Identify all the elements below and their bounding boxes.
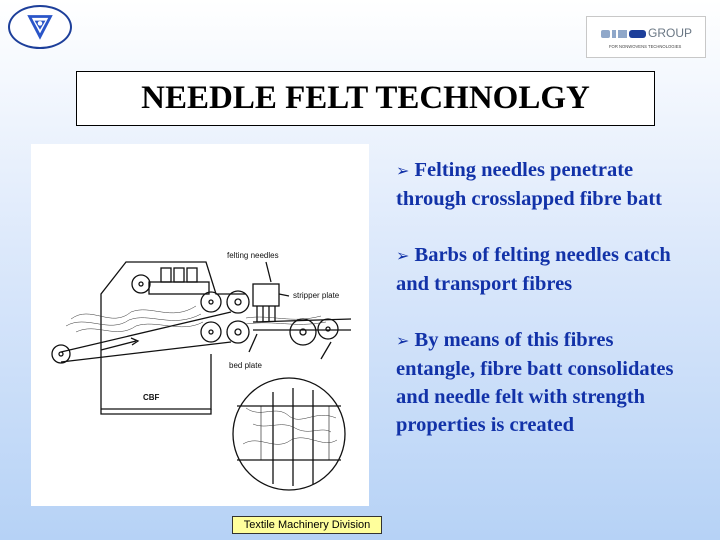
- dilo-group-logo: GROUP FOR NONWOVENS TECHNOLOGIES: [586, 16, 706, 58]
- felting-needles-label: felting needles: [227, 251, 279, 260]
- needle-loom-diagram: felting needles stripper plate bed plate…: [31, 144, 369, 506]
- arrow-bullet-icon: ➢: [396, 331, 410, 350]
- bullet-item: ➢ Barbs of felting needles catch and tra…: [396, 241, 696, 298]
- arrow-bullet-icon: ➢: [396, 161, 410, 180]
- machine-code-label: CBF: [143, 393, 160, 402]
- tvu-triangle-icon: [27, 15, 53, 40]
- bullet-text: By means of this fibres entangle, fibre …: [396, 329, 674, 436]
- footer-label: Textile Machinery Division: [232, 516, 382, 534]
- stripper-plate-label: stripper plate: [293, 291, 340, 300]
- university-logo: [8, 5, 72, 49]
- bullet-item: ➢ Felting needles penetrate through cros…: [396, 156, 696, 213]
- bullet-text: Felting needles penetrate through crossl…: [396, 159, 662, 210]
- arrow-bullet-icon: ➢: [396, 246, 410, 265]
- dilo-tagline: FOR NONWOVENS TECHNOLOGIES: [609, 44, 682, 49]
- bullet-list: ➢ Felting needles penetrate through cros…: [396, 156, 696, 467]
- bullet-item: ➢ By means of this fibres entangle, fibr…: [396, 326, 696, 439]
- page-title: NEEDLE FELT TECHNOLGY: [141, 80, 590, 116]
- dilo-wordmark: [601, 30, 646, 38]
- needle-loom-drawing: felting needles stripper plate bed plate…: [51, 251, 352, 491]
- bullet-text: Barbs of felting needles catch and trans…: [396, 244, 671, 295]
- bed-plate-label: bed plate: [229, 361, 262, 370]
- group-word: GROUP: [648, 26, 693, 40]
- title-box: NEEDLE FELT TECHNOLGY: [76, 71, 655, 126]
